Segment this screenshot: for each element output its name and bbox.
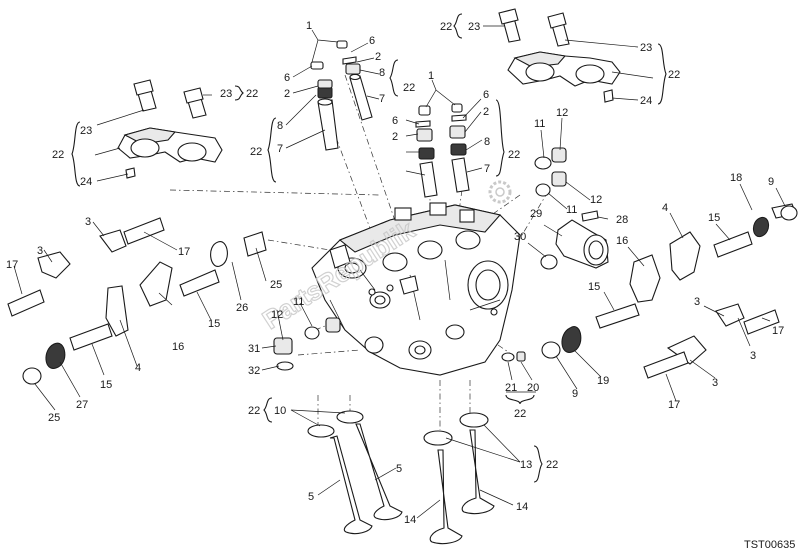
camshaft-cap-right [498, 8, 621, 103]
label-6: 6 [483, 89, 489, 101]
label-22: 22 [668, 69, 680, 81]
label-14: 14 [404, 514, 416, 526]
label-22: 22 [250, 146, 262, 158]
label-22: 22 [546, 459, 558, 471]
leader-lines [13, 25, 786, 519]
rocker-shafts-left [7, 217, 267, 385]
plug-20-21 [501, 351, 526, 362]
label-7: 7 [277, 143, 283, 155]
label-22: 22 [403, 82, 415, 94]
label-6: 6 [369, 35, 375, 47]
label-23: 23 [640, 42, 652, 54]
label-25: 25 [48, 412, 60, 424]
label-17: 17 [772, 325, 784, 337]
plugs-seals-left [273, 317, 341, 371]
label-32: 32 [248, 365, 260, 377]
label-18: 18 [730, 172, 742, 184]
label-7: 7 [379, 93, 385, 105]
label-22: 22 [246, 88, 258, 100]
label-24: 24 [640, 95, 652, 107]
label-1: 1 [306, 20, 312, 32]
label-8: 8 [277, 120, 283, 132]
label-19: 19 [597, 375, 609, 387]
camshaft-cap-left [117, 79, 223, 179]
label-27: 27 [76, 399, 88, 411]
label-20: 20 [527, 382, 539, 394]
rocker-shafts-right [541, 203, 798, 379]
label-22: 22 [52, 149, 64, 161]
plugs-seals-right [534, 147, 567, 197]
label-4: 4 [662, 202, 668, 214]
label-3: 3 [694, 296, 700, 308]
label-8: 8 [484, 136, 490, 148]
label-4: 4 [135, 362, 141, 374]
label-1: 1 [428, 70, 434, 82]
label-22: 22 [248, 405, 260, 417]
label-6: 6 [392, 115, 398, 127]
label-17: 17 [6, 259, 18, 271]
label-2: 2 [375, 51, 381, 63]
valve-guide-stack-left [310, 40, 373, 151]
label-28: 28 [616, 214, 628, 226]
label-12: 12 [271, 309, 283, 321]
label-22: 22 [508, 149, 520, 161]
label-10: 10 [274, 405, 286, 417]
label-30: 30 [514, 231, 526, 243]
label-24: 24 [80, 176, 92, 188]
label-2: 2 [284, 88, 290, 100]
label-5: 5 [308, 491, 314, 503]
braces [71, 13, 667, 483]
label-3: 3 [712, 377, 718, 389]
label-9: 9 [768, 176, 774, 188]
label-3: 3 [750, 350, 756, 362]
label-22: 22 [514, 408, 526, 420]
valves [307, 410, 495, 545]
label-16: 16 [172, 341, 184, 353]
label-11: 11 [293, 296, 304, 308]
label-17: 17 [668, 399, 680, 411]
label-6: 6 [284, 72, 290, 84]
label-2: 2 [483, 106, 489, 118]
drawing-code: TST00635 [744, 539, 795, 551]
label-25: 25 [270, 279, 282, 291]
label-29: 29 [530, 208, 542, 220]
label-23: 23 [80, 125, 92, 137]
label-23: 23 [220, 88, 232, 100]
valve-guide-stack-center [415, 103, 470, 198]
cylinder-head [311, 202, 521, 376]
label-17: 17 [178, 246, 190, 258]
label-5: 5 [396, 463, 402, 475]
label-15: 15 [208, 318, 220, 330]
label-31: 31 [248, 343, 260, 355]
label-15: 15 [708, 212, 720, 224]
label-12: 12 [556, 107, 568, 119]
label-11: 11 [566, 204, 577, 216]
label-15: 15 [100, 379, 112, 391]
watermark-gear-icon [488, 180, 512, 204]
water-union [540, 210, 609, 270]
label-14: 14 [516, 501, 528, 513]
label-7: 7 [484, 163, 490, 175]
label-16: 16 [616, 235, 628, 247]
label-12: 12 [590, 194, 602, 206]
callout-labels: 1 6 2 6 2 8 7 22 8 7 22 1 6 2 6 2 8 7 22… [6, 20, 784, 526]
label-26: 26 [236, 302, 248, 314]
label-11: 11 [534, 118, 545, 130]
label-2: 2 [392, 131, 398, 143]
label-8: 8 [379, 67, 385, 79]
label-22: 22 [440, 21, 452, 33]
label-3: 3 [85, 216, 91, 228]
label-23: 23 [468, 21, 480, 33]
label-21: 21 [505, 382, 517, 394]
label-15: 15 [588, 281, 600, 293]
label-3: 3 [37, 245, 43, 257]
label-9: 9 [572, 388, 578, 400]
label-13: 13 [520, 459, 532, 471]
